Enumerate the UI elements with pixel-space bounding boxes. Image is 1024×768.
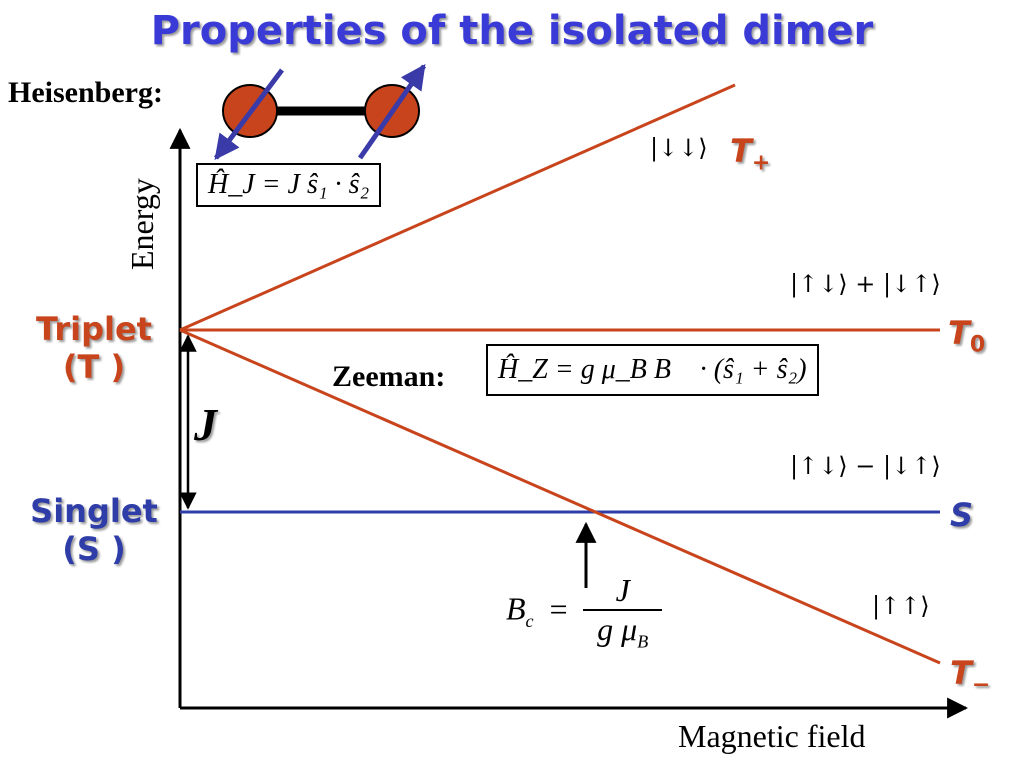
singlet-label: Singlet (S ) xyxy=(14,492,174,568)
critical-field-fraction: J g μB xyxy=(583,572,663,652)
singlet-symbol: (S ) xyxy=(62,530,126,568)
dimer-molecule xyxy=(214,63,427,160)
page-title: Properties of the isolated dimer xyxy=(150,8,874,54)
level-label-t-zero: T0 xyxy=(948,314,985,357)
state-ket-t-zero: |↑↓⟩ + |↓↑⟩ xyxy=(790,270,941,298)
triplet-label: Triplet (T ) xyxy=(14,310,174,386)
critical-field-denominator-main: g μ xyxy=(597,611,638,647)
field-axis-label: Magnetic field xyxy=(678,718,866,754)
critical-field-numerator: J xyxy=(583,572,663,611)
singlet-name: Singlet xyxy=(30,492,158,530)
gap-label: J xyxy=(194,399,217,450)
heisenberg-label: Heisenberg: xyxy=(8,76,163,109)
spin-arrow-down xyxy=(214,68,284,160)
level-label-t-plus: T+ xyxy=(730,132,770,175)
state-ket-t-minus: |↑↑⟩ xyxy=(872,592,930,620)
level-label-t-minus: T− xyxy=(950,654,990,697)
heisenberg-hamiltonian: Ĥ_J = J ŝ₁ · ŝ₂ xyxy=(196,163,382,207)
level-label-singlet: S xyxy=(950,496,973,534)
level-label-t-plus-sub: + xyxy=(751,150,771,176)
spin-arrow-up xyxy=(357,63,427,160)
critical-field-sub: c xyxy=(525,610,534,631)
state-ket-singlet: |↑↓⟩ − |↓↑⟩ xyxy=(790,452,941,480)
heisenberg-hamiltonian-text: Ĥ_J = J ŝ₁ · ŝ₂ xyxy=(208,169,370,200)
level-label-singlet-main: S xyxy=(950,496,974,534)
critical-field-denominator-sub: B xyxy=(637,631,649,652)
level-label-t-minus-main: T xyxy=(950,654,972,692)
energy-axis-label: Energy xyxy=(124,178,160,270)
level-label-t-zero-main: T xyxy=(948,314,970,352)
level-label-t-plus-main: T xyxy=(730,132,752,170)
triplet-name: Triplet xyxy=(36,310,152,348)
zeeman-hamiltonian-text: Ĥ_Z = g μ_B B⃗ · (ŝ₁ + ŝ₂) xyxy=(498,354,807,385)
state-ket-t-plus: |↓↓⟩ xyxy=(650,134,708,162)
level-label-t-zero-sub: 0 xyxy=(969,332,986,358)
critical-field-formula: Bc = J g μB xyxy=(506,572,663,652)
zeeman-hamiltonian: Ĥ_Z = g μ_B B⃗ · (ŝ₁ + ŝ₂) xyxy=(486,344,819,396)
level-line-t-minus xyxy=(179,328,941,665)
critical-field-equals: = xyxy=(547,590,570,627)
level-label-t-minus-sub: − xyxy=(971,672,991,698)
zeeman-label: Zeeman: xyxy=(332,360,446,393)
critical-field-denominator: g μB xyxy=(583,611,662,652)
critical-field-symbol: B xyxy=(506,590,526,627)
triplet-symbol: (T ) xyxy=(62,348,126,386)
level-line-t-plus xyxy=(179,83,736,332)
